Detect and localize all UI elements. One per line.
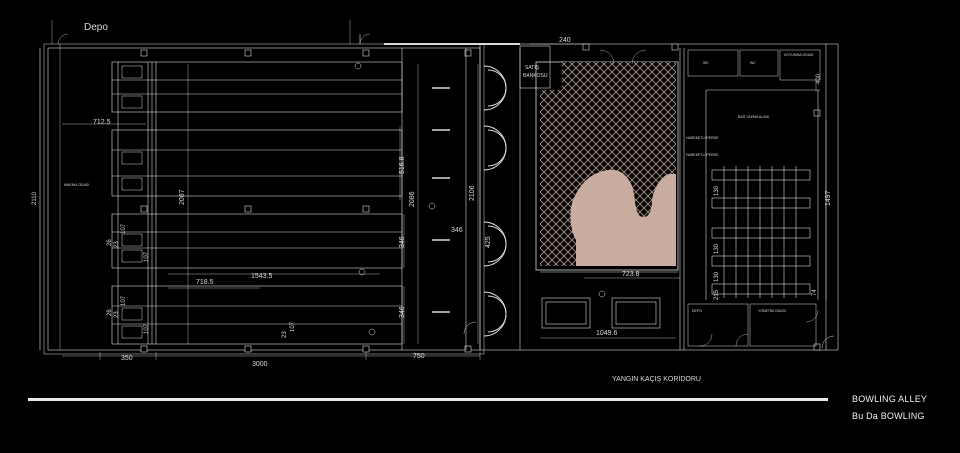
bowling-lanes (111, 61, 403, 345)
dim-215: 215 (714, 289, 720, 300)
dim-107-d: 107 (144, 323, 150, 334)
dim-1497: 1497 (825, 190, 832, 206)
dim-723-8: 723.8 (622, 271, 640, 278)
dim-346-c: 346 (451, 227, 463, 234)
dim-23-c: 23 (282, 331, 288, 338)
dim-718-5: 718.5 (196, 279, 214, 286)
dim-425: 425 (485, 236, 492, 248)
dim-2086: 2086 (409, 191, 416, 207)
dim-130-a: 130 (714, 185, 720, 196)
dimension-lines (39, 43, 827, 360)
drawing-subtitle: Bu Da BOWLING (852, 411, 925, 421)
wc-label-1: WC (703, 61, 709, 65)
makina-odasi-label: MAKİNA ODASI (64, 182, 89, 187)
sales-counter (519, 45, 551, 89)
columns (140, 43, 821, 353)
dim-107-a: 107 (121, 223, 127, 234)
table-2 (611, 297, 661, 329)
dim-750: 750 (413, 353, 425, 360)
ball-returns (432, 87, 450, 313)
dim-1543-5: 1543.5 (251, 273, 273, 280)
depo-small-label: DEPO (692, 309, 702, 313)
dim-107-e: 107 (290, 321, 296, 332)
dim-1049-6: 1049.6 (596, 330, 618, 337)
dim-107-b: 107 (144, 251, 150, 262)
satis-label-1: SATIŞ (525, 65, 540, 71)
perde-label-2: HAREKETLİ PERDE (686, 152, 719, 157)
depo-label: Depo (84, 22, 108, 33)
yonetim-label: YÖNETİM ODASI (758, 308, 786, 313)
drawing-title: BOWLING ALLEY (852, 394, 928, 404)
title-rule (28, 398, 828, 401)
dim-74: 74 (812, 289, 818, 296)
bowling-hall-outer-wall (43, 43, 485, 355)
pin-decks (121, 65, 143, 339)
dim-2087: 2087 (179, 189, 186, 205)
dim-2110: 2110 (32, 191, 38, 205)
dim-26-a: 26 (107, 239, 113, 246)
exit-symbols (354, 62, 606, 336)
dim-240: 240 (559, 37, 571, 44)
dim-26-b: 26 (107, 309, 113, 316)
curved-seating (483, 65, 507, 337)
dim-350: 350 (121, 355, 133, 362)
dim-23-b: 23 (114, 311, 120, 318)
wc-label-2: WC (750, 61, 756, 65)
dim-130-b: 130 (714, 243, 720, 254)
dim-23-a: 23 (114, 241, 120, 248)
table-1 (541, 297, 591, 329)
dim-346-a: 346 (399, 236, 406, 248)
perde-label-1: HAREKETLİ PERDE (686, 135, 719, 140)
soyunma-label: SOYUNMA ODASI (784, 53, 813, 57)
dim-130-c: 130 (714, 271, 720, 282)
lounge-floor-shape (570, 169, 676, 266)
satis-label-2: BANKOSU (523, 73, 548, 79)
corridor-label: YANGIN KAÇIŞ KORİDORU (612, 374, 701, 383)
dim-107-c: 107 (121, 295, 127, 306)
dim-516-8: 516.8 (399, 156, 406, 174)
tables-and-seats (711, 166, 811, 298)
dim-400: 400 (816, 73, 822, 84)
dim-712-5: 712.5 (93, 119, 111, 126)
bag-yapma-label: BAĞ YAPMA ALANI (738, 114, 769, 119)
dim-2106: 2106 (469, 185, 476, 201)
dim-3000: 3000 (252, 361, 268, 368)
dim-346-b: 346 (399, 306, 406, 318)
